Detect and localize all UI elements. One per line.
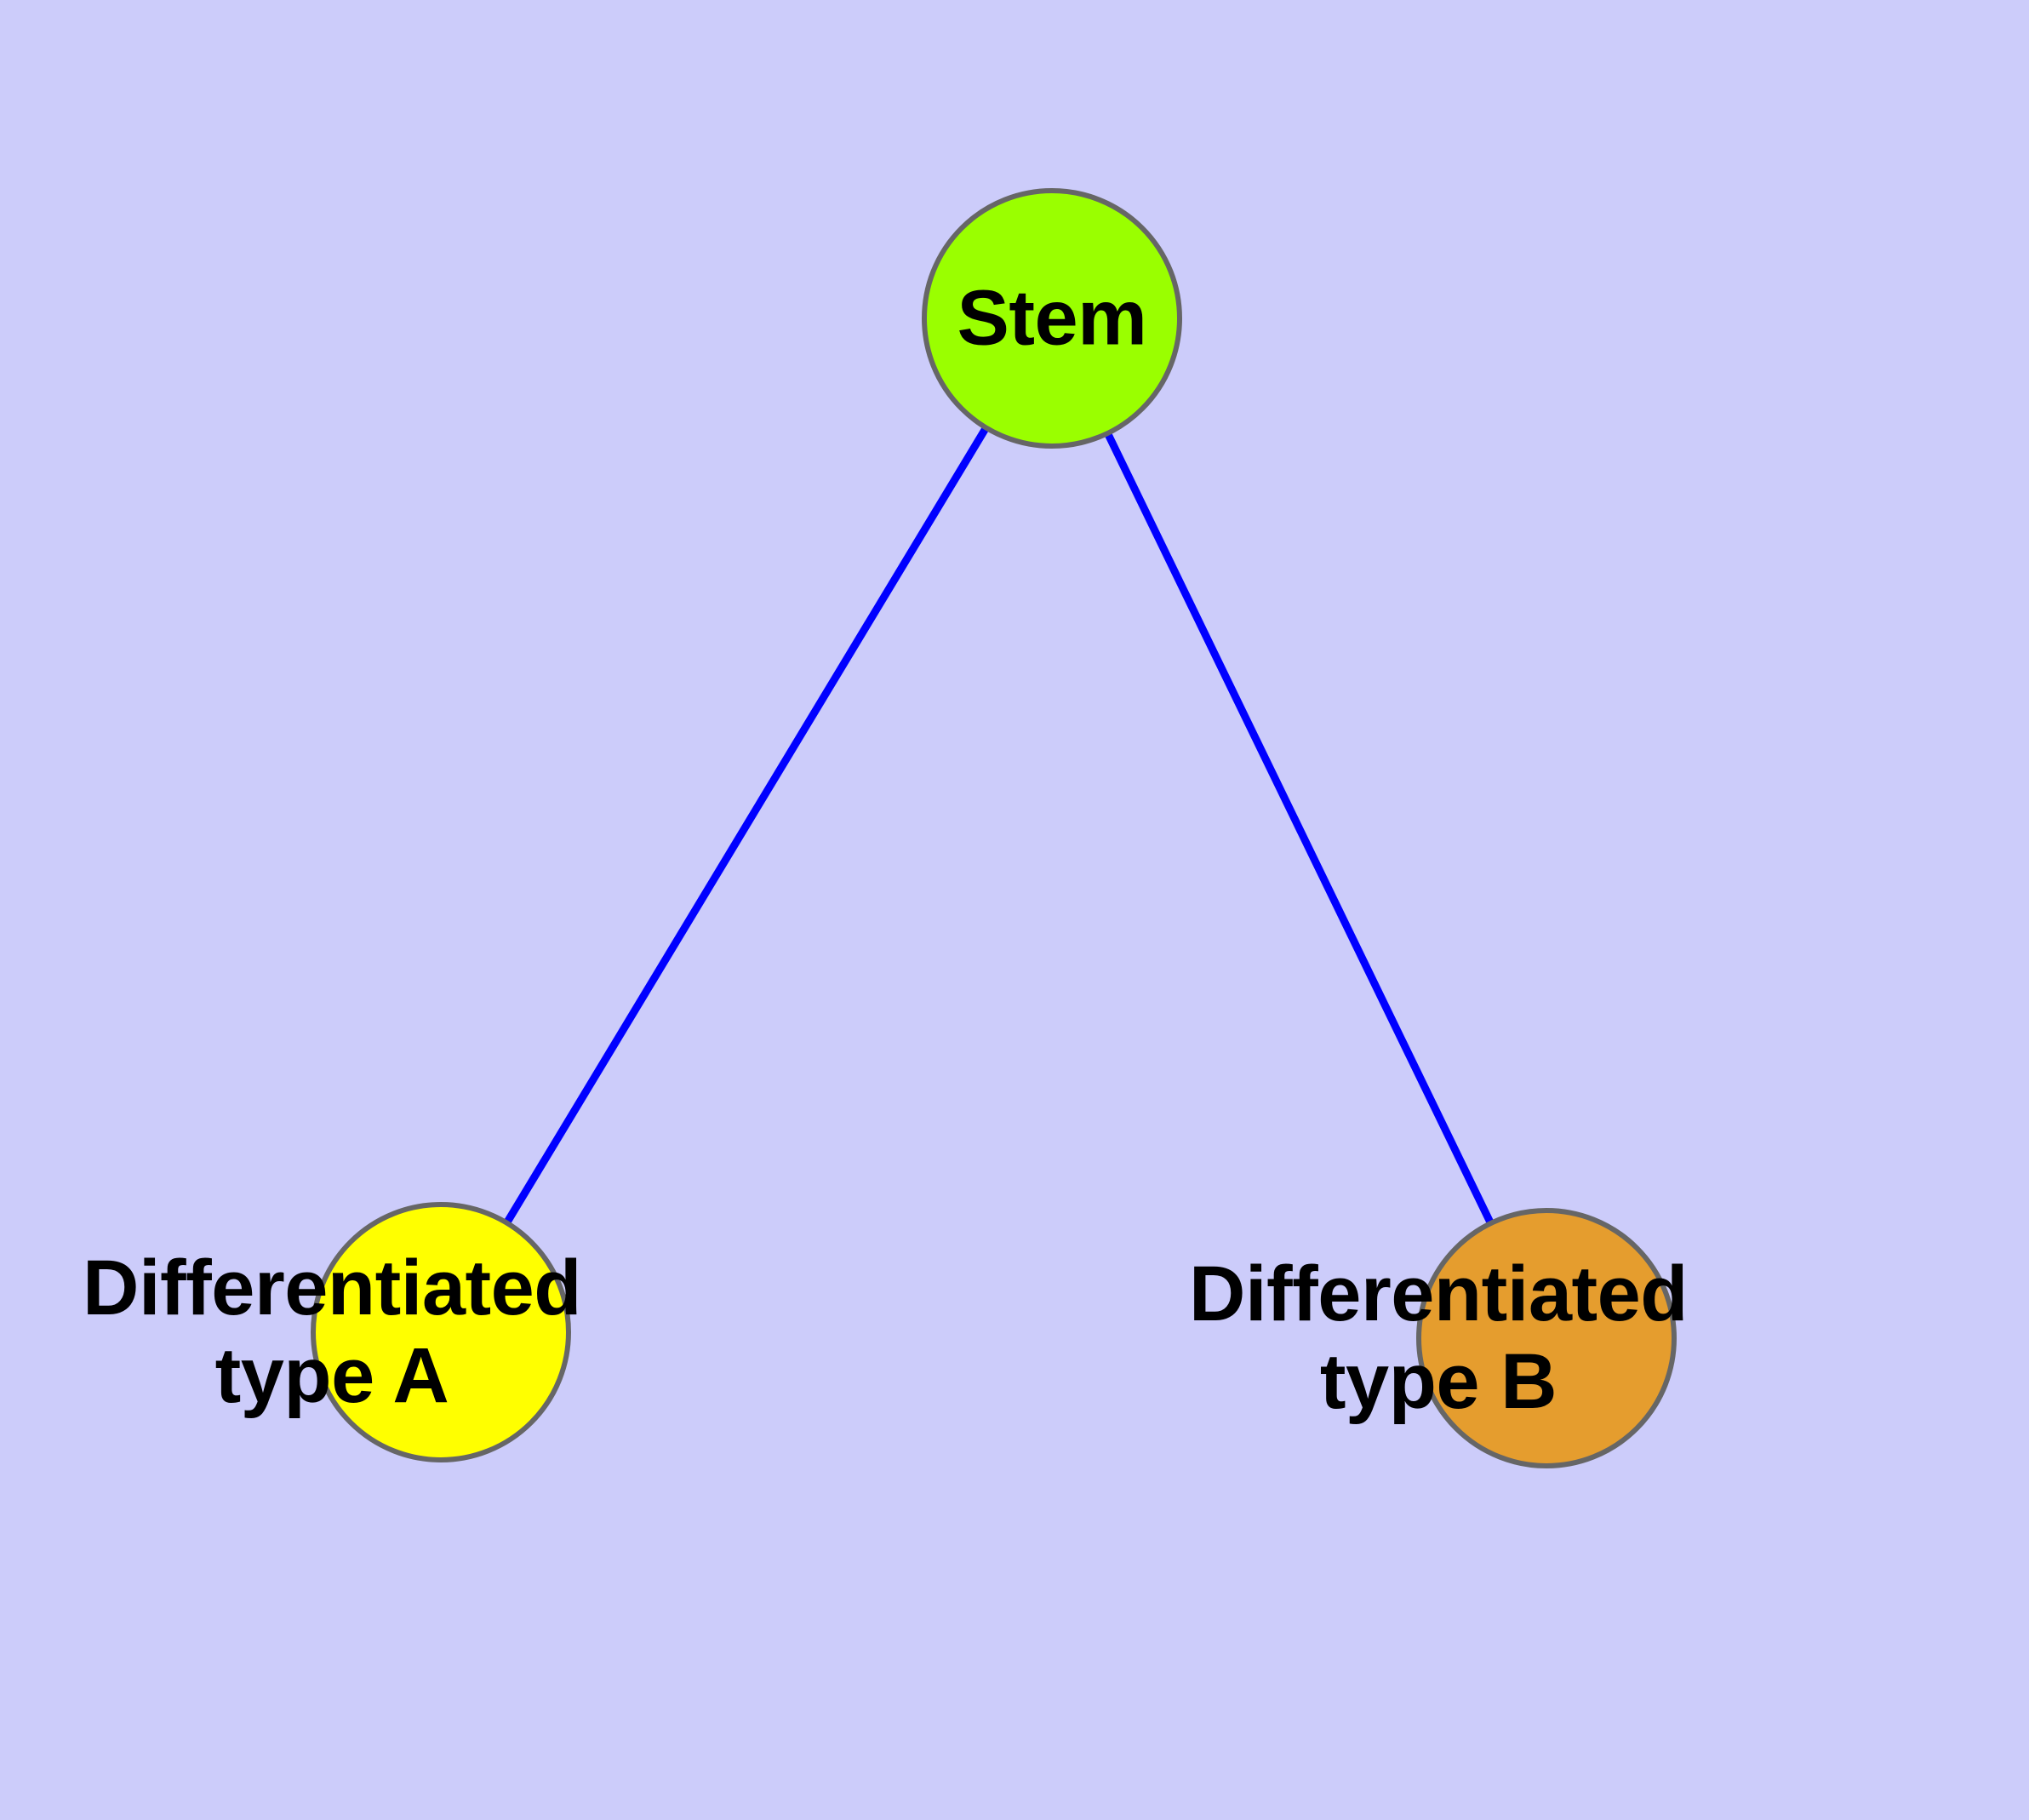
graph-node-stem[interactable] — [922, 188, 1182, 449]
graph-node-diff_b[interactable] — [1416, 1208, 1677, 1468]
edges-layer — [502, 424, 1495, 1227]
graph-node-diff_a[interactable] — [311, 1202, 571, 1462]
graph-edge — [502, 424, 991, 1227]
nodes-layer — [311, 188, 1677, 1468]
graph-edge — [1103, 430, 1495, 1227]
